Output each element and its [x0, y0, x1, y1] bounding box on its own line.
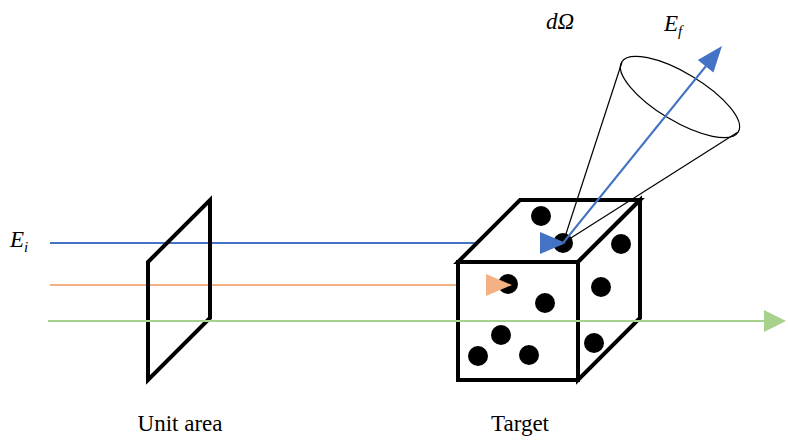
incident-beam — [50, 242, 542, 244]
solid-angle-label: dΩ — [546, 10, 574, 33]
particle — [591, 277, 611, 297]
particle — [468, 346, 488, 366]
particle — [535, 293, 555, 313]
arrowhead — [486, 274, 512, 296]
energy-label: Ei — [10, 228, 28, 255]
particle — [531, 206, 551, 226]
scattered-beam — [563, 66, 706, 243]
particle — [519, 345, 539, 365]
absorbed-beam — [50, 284, 488, 286]
energy-label: Ef — [664, 12, 682, 39]
solid-angle-cone — [563, 41, 751, 243]
arrowhead — [540, 232, 566, 254]
target-particles — [468, 206, 631, 366]
transmitted-beam — [48, 320, 768, 322]
part-name: Unit area — [138, 412, 223, 435]
particle — [584, 333, 604, 353]
particle — [611, 234, 631, 254]
cone-edge — [563, 132, 738, 243]
target-cube — [458, 200, 640, 380]
particle — [491, 325, 511, 345]
arrowhead — [698, 46, 722, 73]
part-name: Target — [491, 412, 549, 435]
arrowhead — [764, 310, 786, 332]
cone-edge — [563, 62, 622, 243]
unit-area-plane — [148, 200, 210, 380]
